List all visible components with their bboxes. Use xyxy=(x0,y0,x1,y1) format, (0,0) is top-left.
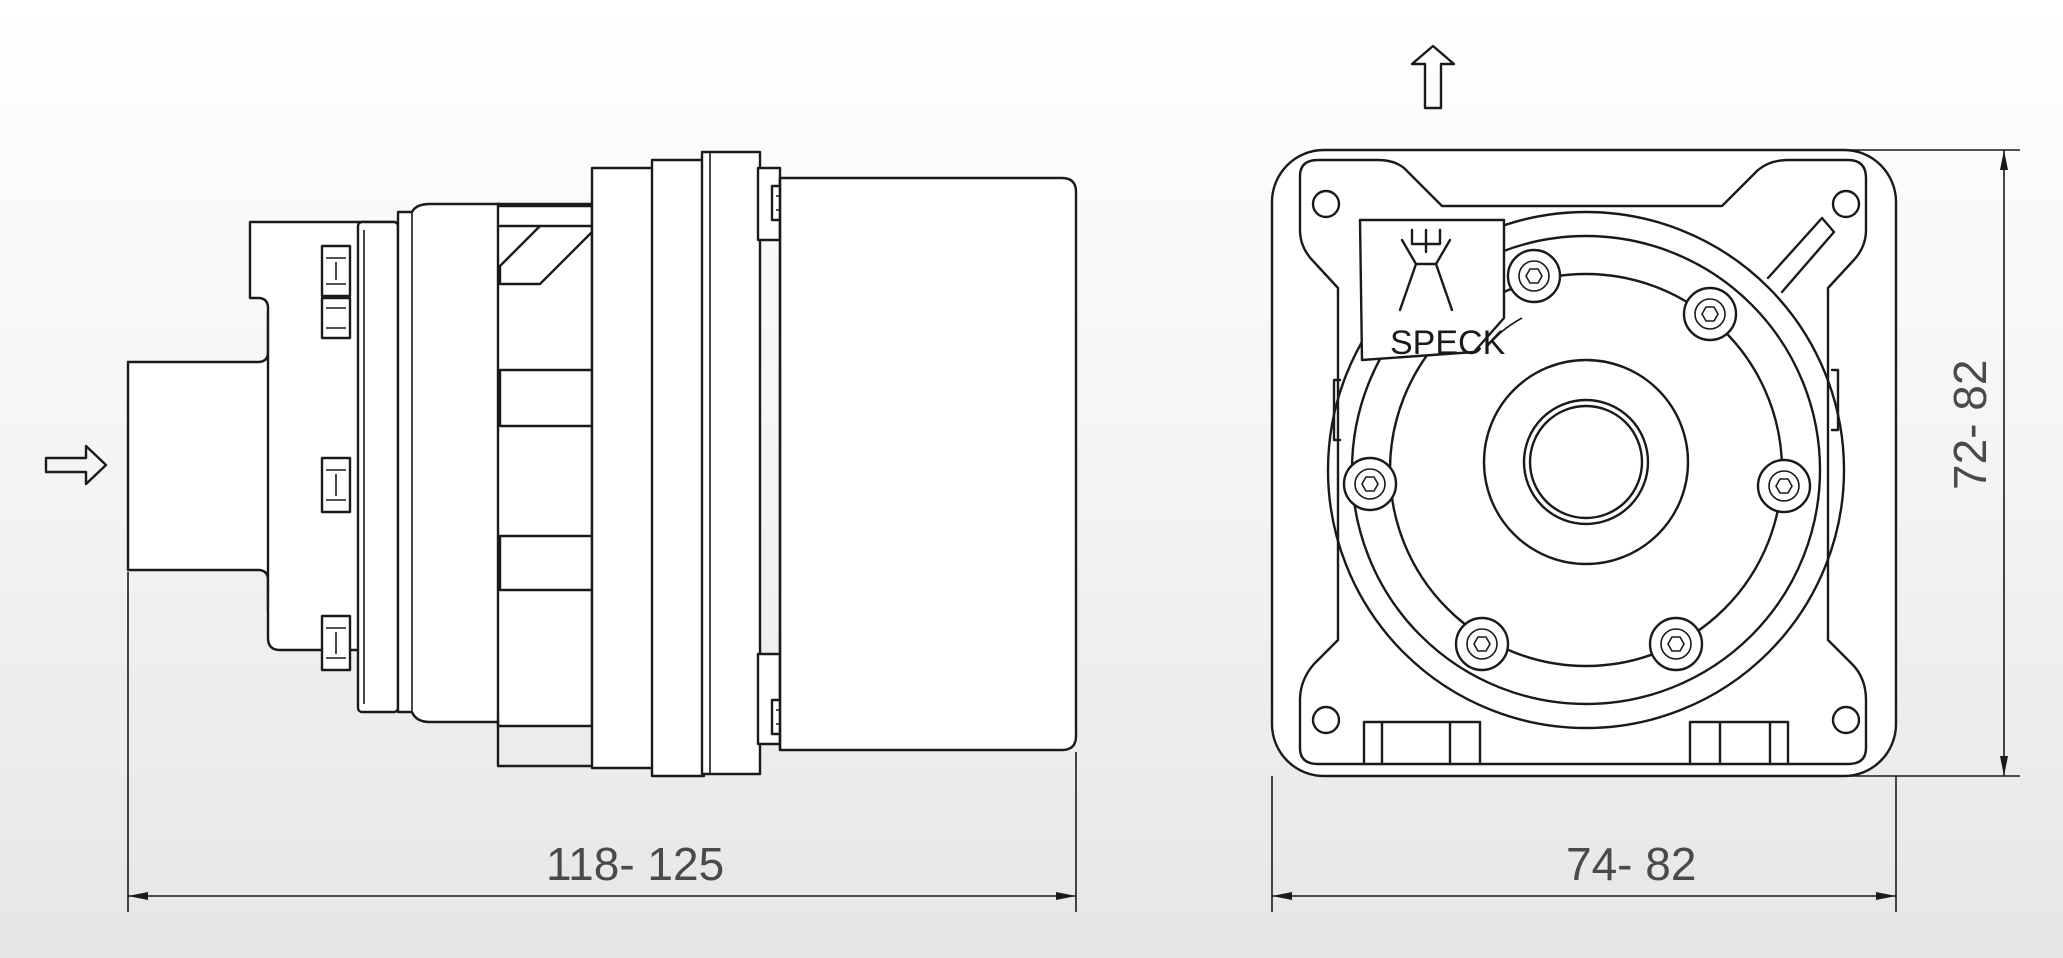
outlet-rib xyxy=(1766,216,1836,294)
shaft-port-inner xyxy=(1528,404,1644,520)
motor-can xyxy=(778,176,1078,752)
pump-cover-ring xyxy=(1482,358,1690,566)
housing-slots xyxy=(498,224,594,592)
pump-housing xyxy=(396,202,502,724)
mid-flange xyxy=(590,166,656,770)
outlet-arrow-icon xyxy=(1410,44,1456,110)
inlet-bolts xyxy=(320,244,352,672)
height-dimension-label: 72- 82 xyxy=(1944,360,1996,490)
corner-holes xyxy=(1311,189,1861,735)
mid-flange-3 xyxy=(700,150,762,776)
shaft-port-outer xyxy=(1522,398,1650,526)
brand-plate: SPECK xyxy=(1358,218,1523,362)
bottom-feet xyxy=(1362,720,1790,766)
brand-label: SPECK xyxy=(1390,324,1506,362)
width-dimension: 74- 82 xyxy=(1271,776,1897,912)
mid-flange-2 xyxy=(650,158,706,778)
inlet-arrow-icon xyxy=(44,444,108,486)
pump-body-outer xyxy=(1326,210,1846,730)
front-view: SPECK xyxy=(1270,44,1898,778)
side-view xyxy=(44,150,1078,778)
body-screws xyxy=(1342,248,1812,672)
length-dimension: 118- 125 xyxy=(127,572,1077,912)
width-dimension-label: 74- 82 xyxy=(1566,838,1696,890)
length-dimension-label: 118- 125 xyxy=(546,838,724,890)
speck-logo-icon xyxy=(1398,228,1454,312)
front-flange-contour xyxy=(1298,158,1868,766)
housing-body xyxy=(496,202,594,728)
height-dimension: 72- 82 xyxy=(1850,149,2020,777)
